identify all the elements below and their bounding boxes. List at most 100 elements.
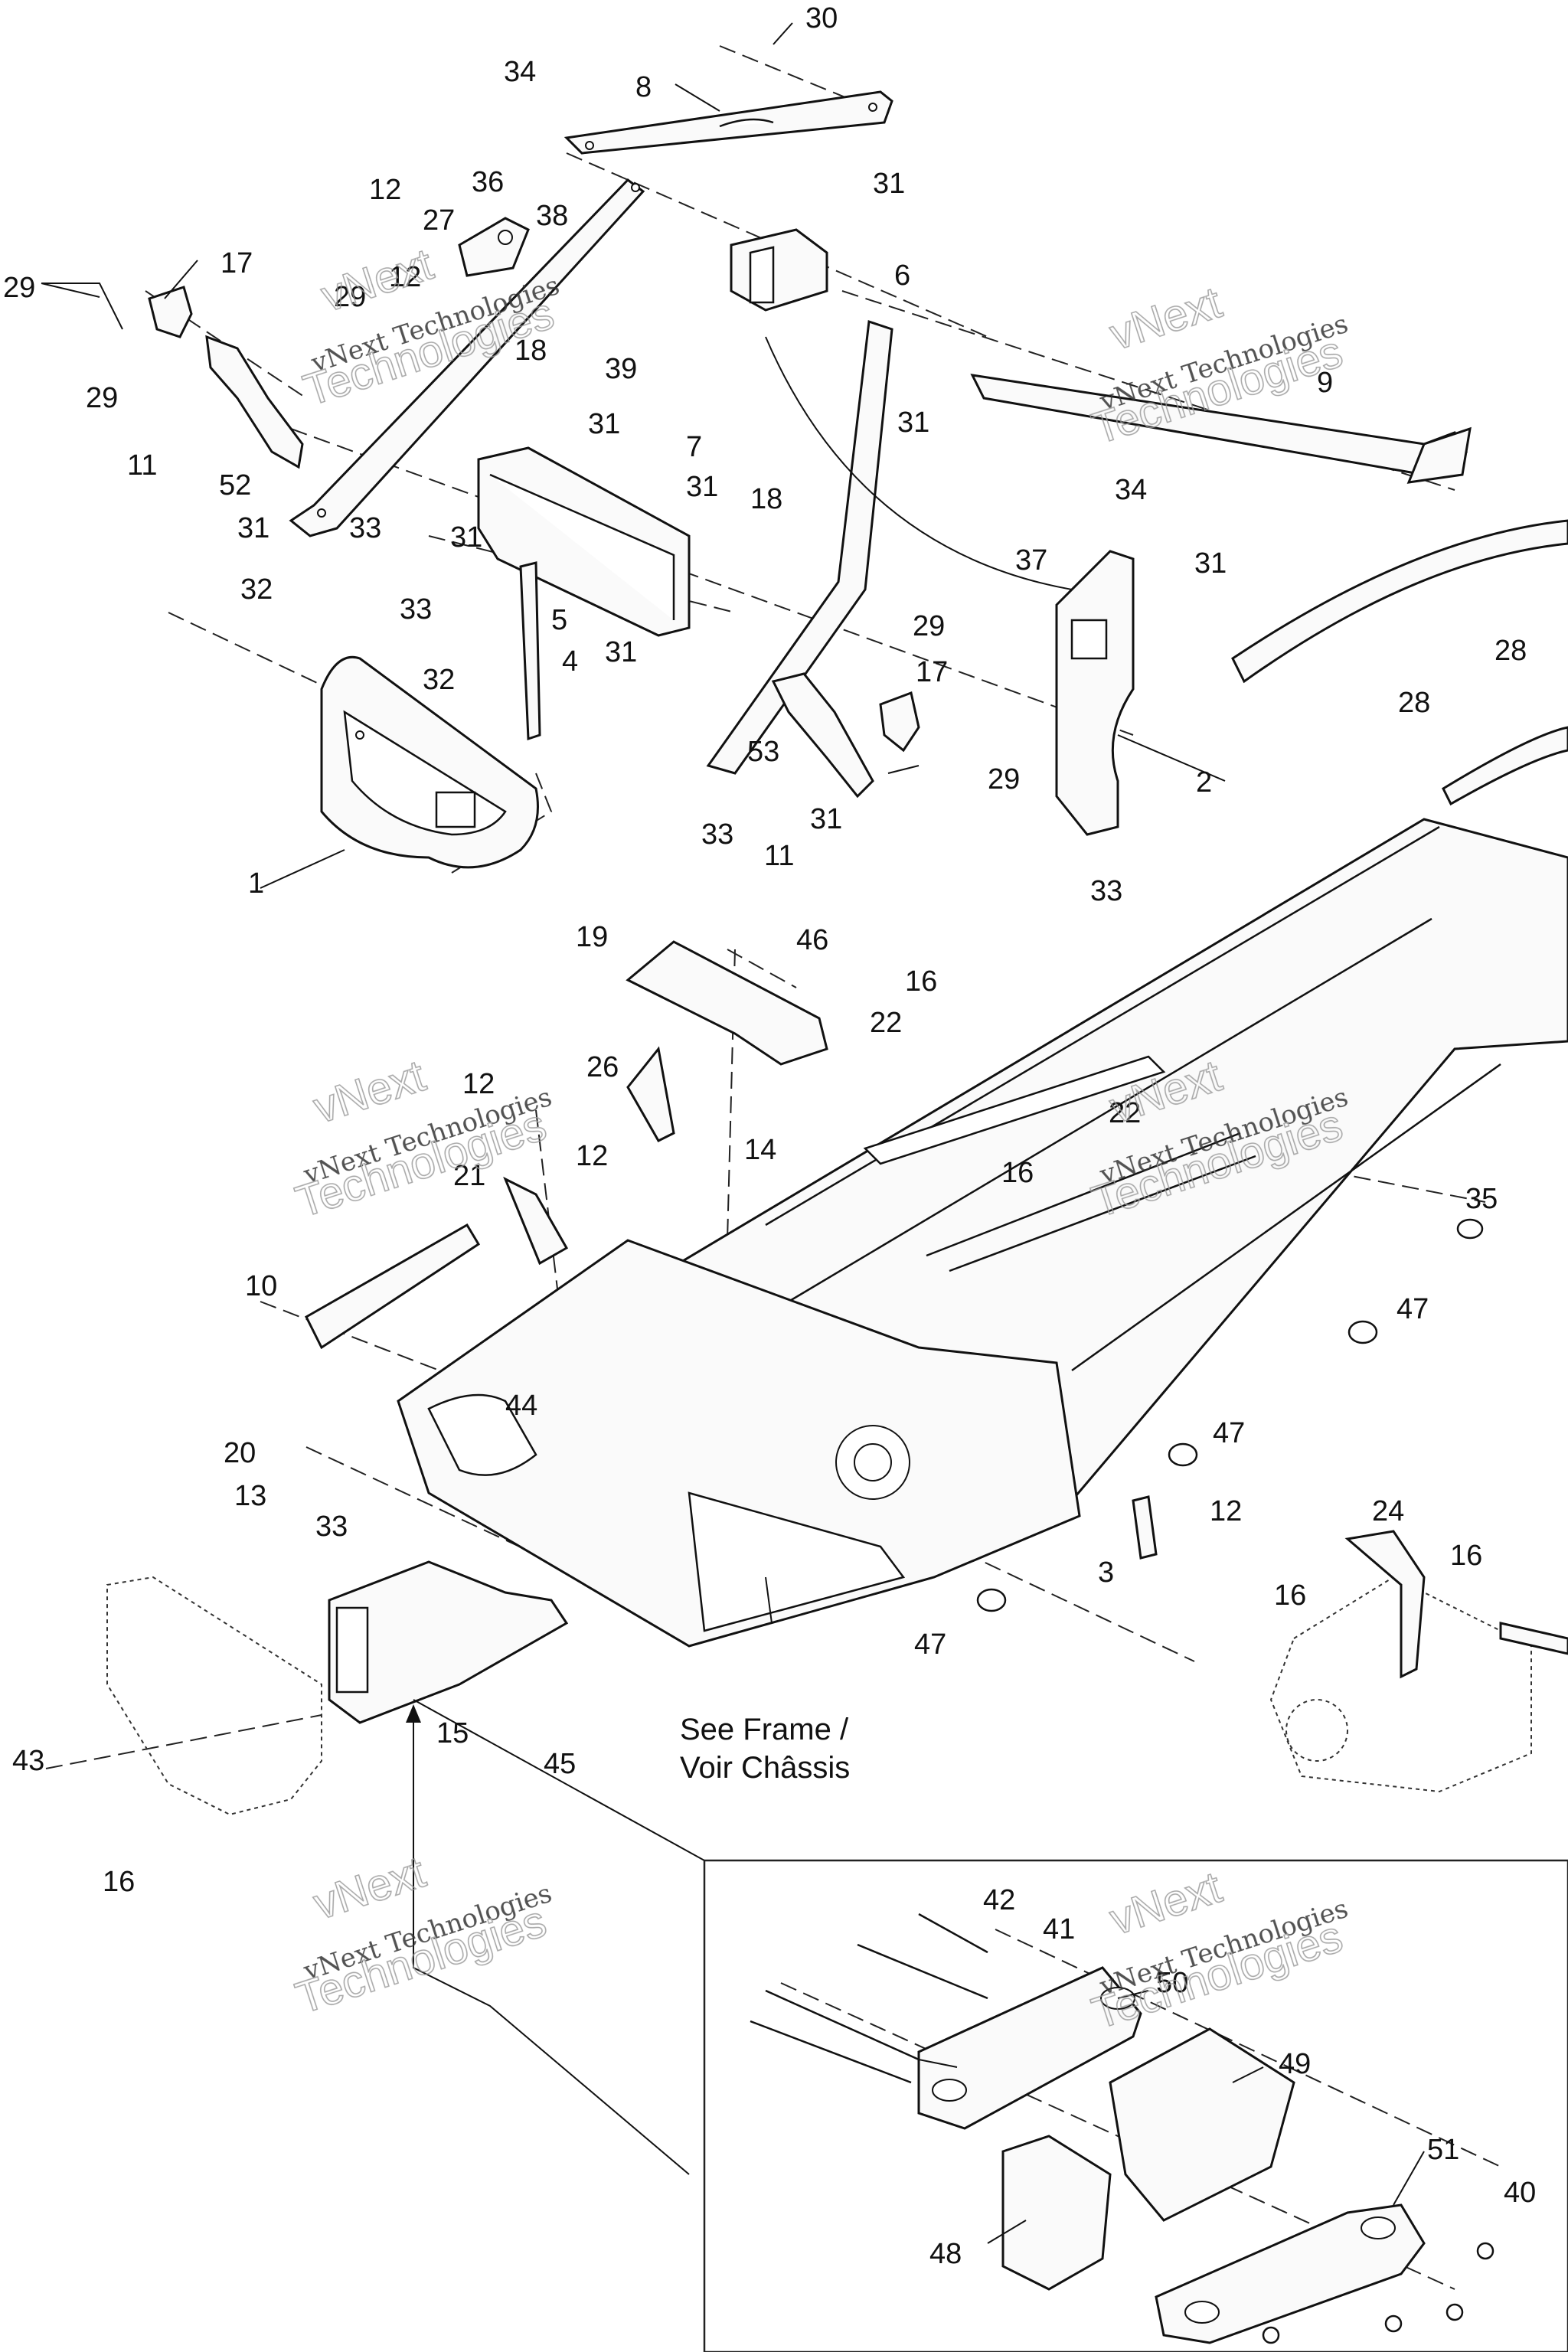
- part-21-bracket: [503, 1176, 569, 1266]
- callout: 12: [462, 1068, 495, 1100]
- part-1-front-housing: [320, 656, 539, 869]
- watermark-brand: vNext: [308, 1847, 431, 1929]
- part-19-bracket: [626, 940, 828, 1066]
- watermark-brand: vNext: [1104, 277, 1227, 360]
- callout: 30: [805, 2, 838, 34]
- inset-detail-box: [703, 1859, 1568, 2352]
- callout: 16: [1450, 1540, 1482, 1572]
- inset-leader-line: [413, 1699, 705, 1861]
- callout: 18: [750, 483, 782, 515]
- callout: 45: [544, 1748, 576, 1780]
- part-6-plate: [730, 228, 828, 312]
- callout: 13: [234, 1480, 266, 1512]
- front-ghost-outline: [106, 1576, 322, 1816]
- tunnel-assembly: [665, 818, 1568, 1502]
- watermark: vNext vNext Technologies Technologies: [1086, 1862, 1352, 2040]
- callout: 22: [870, 1007, 902, 1039]
- callout: 50: [1156, 1967, 1188, 1999]
- callout: 12: [389, 261, 421, 293]
- callout: 48: [929, 2238, 962, 2270]
- part-53-bracket: [771, 672, 874, 799]
- front-chassis: [397, 1239, 1081, 1648]
- callout: 22: [1109, 1097, 1141, 1129]
- callout: 38: [536, 200, 568, 232]
- callout: 52: [219, 469, 251, 501]
- callout: 31: [873, 168, 905, 200]
- curved-arrow: [765, 336, 1073, 590]
- see-frame-caption: See Frame / Voir Châssis: [680, 1713, 850, 1785]
- callout: 24: [1372, 1495, 1404, 1527]
- callout: 44: [505, 1390, 537, 1422]
- callout: 31: [237, 512, 270, 544]
- callout: 36: [472, 166, 504, 198]
- callout: 4: [562, 645, 578, 678]
- callout: 31: [588, 408, 620, 440]
- callout: 42: [983, 1884, 1015, 1916]
- part-17-left-bracket: [148, 286, 193, 338]
- callout: 33: [400, 593, 432, 626]
- part-18-left-brace: [289, 178, 645, 537]
- callout: 17: [916, 656, 948, 688]
- rear-ghost-outline: [1269, 1576, 1532, 1793]
- callout: 46: [796, 924, 828, 956]
- part-27-bracket: [458, 217, 530, 277]
- callout: 6: [894, 260, 910, 292]
- callout: 29: [334, 281, 366, 313]
- callout: 1: [248, 867, 264, 900]
- callout: 29: [86, 382, 118, 414]
- callout: 47: [1213, 1417, 1245, 1449]
- watermark-brand: vNext: [1104, 1862, 1227, 1945]
- callout: 47: [914, 1628, 946, 1661]
- callout: 11: [764, 840, 794, 872]
- callout: 21: [453, 1160, 485, 1192]
- callout: 35: [1465, 1183, 1498, 1215]
- callout: 15: [436, 1717, 469, 1749]
- callout: 7: [686, 431, 702, 463]
- part-24-bracket: [1344, 1530, 1426, 1679]
- callout: 10: [245, 1270, 277, 1302]
- part-3-clip: [1132, 1495, 1158, 1560]
- callout: 27: [423, 204, 455, 237]
- inset-pointer-arrow: [406, 1704, 690, 2175]
- callout: 28: [1398, 687, 1430, 719]
- callout: 31: [1194, 547, 1227, 580]
- callout: 20: [224, 1437, 256, 1469]
- callout: 28: [1494, 635, 1527, 667]
- callout: 26: [586, 1051, 619, 1083]
- caption-line-2: Voir Châssis: [680, 1751, 850, 1785]
- callout: 31: [605, 636, 637, 668]
- bottom-right-rail: [1499, 1622, 1568, 1655]
- callout: 31: [810, 803, 842, 835]
- caption-line-1: See Frame /: [680, 1713, 849, 1746]
- callout: 40: [1504, 2177, 1536, 2209]
- part-10-slotted-bar: [305, 1223, 481, 1350]
- part-17-right-bracket: [879, 691, 920, 753]
- callout: 14: [744, 1134, 776, 1166]
- callout: 16: [1001, 1157, 1034, 1189]
- callout: 31: [450, 521, 482, 554]
- callout: 29: [913, 610, 945, 642]
- callout: 29: [988, 763, 1020, 795]
- part-7-crossmember: [477, 446, 691, 637]
- callout: 18: [514, 335, 547, 367]
- part-26-bracket: [626, 1046, 675, 1142]
- callout: 12: [1210, 1495, 1242, 1527]
- part-4-rod: [519, 561, 541, 741]
- callout: 12: [576, 1140, 608, 1172]
- callout: 31: [897, 407, 929, 439]
- callout: 3: [1098, 1557, 1114, 1589]
- callout: 33: [349, 512, 381, 544]
- callout: 43: [12, 1745, 44, 1777]
- callout: 19: [576, 921, 608, 953]
- callout: 17: [220, 247, 253, 279]
- callout: 33: [1090, 875, 1122, 907]
- callout: 5: [551, 604, 567, 636]
- callout: 16: [1274, 1579, 1306, 1612]
- callout: 33: [701, 818, 733, 851]
- callout: 12: [369, 174, 401, 206]
- callout: 39: [605, 353, 637, 385]
- front-bumper-bracket: [328, 1560, 569, 1724]
- callout: 37: [1015, 544, 1047, 577]
- watermark: vNext vNext Technologies Technologies: [289, 1847, 556, 2024]
- right-side-rail: [1231, 519, 1568, 806]
